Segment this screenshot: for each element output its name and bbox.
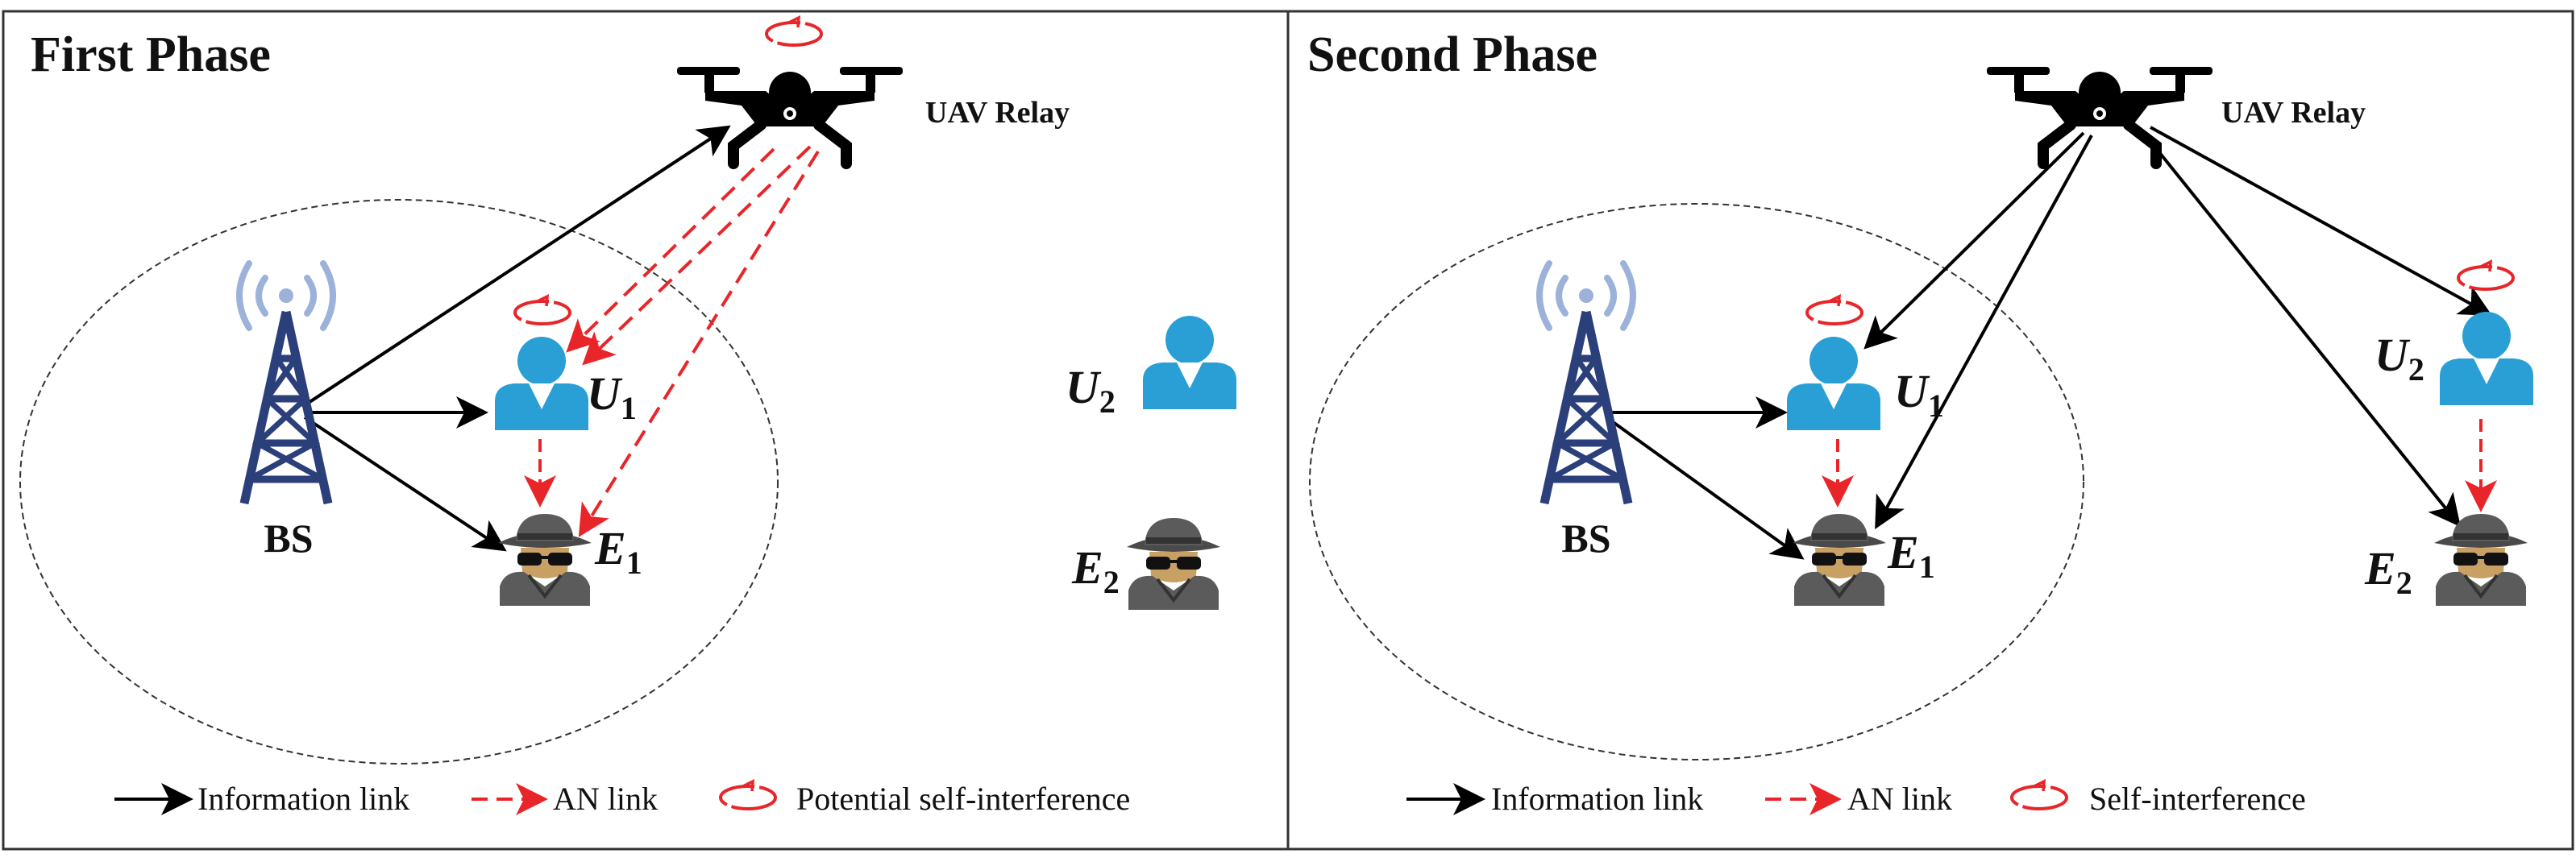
an-link-uav-to-e1 <box>578 150 820 537</box>
spy-icon <box>1791 512 1888 607</box>
link-bs-to-e1 <box>303 416 507 552</box>
spy-icon <box>1125 516 1222 611</box>
user-icon <box>2440 312 2533 405</box>
e2-label: E2 <box>2364 542 2412 601</box>
legend-self-interference-text: Self-interference <box>2089 781 2306 817</box>
bs-label: BS <box>1561 516 1610 561</box>
legend-an-link-text: AN link <box>1847 781 1952 817</box>
link-uav-to-e2 <box>2144 134 2462 528</box>
bs-coverage-area <box>1309 203 2084 760</box>
an-link-uav-to-u1-b <box>582 145 812 366</box>
spy-icon <box>2433 512 2529 607</box>
legend: Information link AN link Self-interferen… <box>1406 780 2306 817</box>
drone-icon <box>1987 67 2212 164</box>
link-uav-to-u1 <box>1863 131 2085 350</box>
link-bs-to-uav <box>301 125 731 408</box>
an-link-uav-to-u1-a <box>566 147 775 353</box>
u1-label: U1 <box>1894 365 1944 424</box>
u2-label: U2 <box>1066 361 1116 420</box>
self-interference-loop-icon <box>719 780 777 810</box>
bs-coverage-area <box>19 199 779 764</box>
u2-label: U2 <box>2374 329 2424 387</box>
self-interference-loop-icon <box>513 295 571 325</box>
drone-icon <box>677 67 903 164</box>
uav-relay-label: UAV Relay <box>925 96 1070 130</box>
legend-info-link-text: Information link <box>197 781 409 817</box>
link-uav-to-u2 <box>2150 126 2493 316</box>
first-phase: First Phase UAV Relay BS U1 E1 U2 E2 <box>19 16 1236 817</box>
self-interference-loop-icon <box>2010 780 2068 810</box>
link-uav-to-e1 <box>1875 135 2093 530</box>
cell-tower-icon <box>239 263 333 503</box>
user-icon <box>1787 337 1880 430</box>
legend-an-link-text: AN link <box>553 781 658 817</box>
legend: Information link AN link Potential self-… <box>114 780 1130 817</box>
self-interference-loop-icon <box>765 16 823 47</box>
second-phase-title: Second Phase <box>1307 27 1598 82</box>
e1-label: E1 <box>594 522 642 581</box>
user-icon <box>495 337 588 430</box>
u1-label: U1 <box>587 367 637 426</box>
first-phase-panel <box>2 10 1290 851</box>
spy-icon <box>497 512 593 607</box>
second-phase-panel <box>1286 10 2574 851</box>
user-icon <box>1143 316 1236 409</box>
legend-self-interference-text: Potential self-interference <box>796 781 1130 817</box>
e1-label: E1 <box>1887 526 1935 585</box>
bs-label: BS <box>264 516 313 561</box>
second-phase: Second Phase UAV Relay BS U1 E1 U2 E2 <box>1307 27 2533 817</box>
self-interference-loop-icon <box>1805 295 1863 325</box>
legend-info-link-text: Information link <box>1491 781 1703 817</box>
e2-label: E2 <box>1071 541 1120 600</box>
self-interference-loop-icon <box>2457 260 2515 291</box>
first-phase-title: First Phase <box>31 27 271 82</box>
cell-tower-icon <box>1539 263 1633 503</box>
uav-relay-label: UAV Relay <box>2221 96 2366 130</box>
link-bs-to-e1 <box>1605 416 1805 560</box>
